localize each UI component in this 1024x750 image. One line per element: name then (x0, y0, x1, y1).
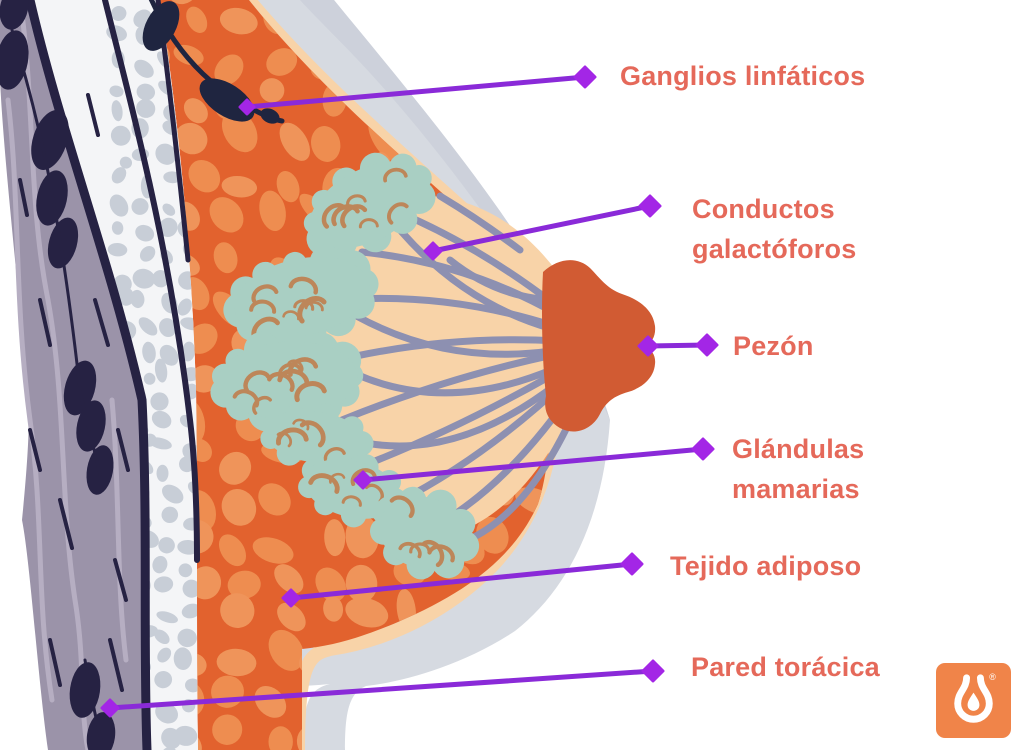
label-tejido-adiposo: Tejido adiposo (670, 551, 862, 581)
gland-cluster (369, 486, 480, 580)
annotation-marker (238, 98, 256, 116)
annotation-marker (695, 333, 719, 357)
lymph-node (260, 108, 280, 124)
label-glandulas-mamarias: Glándulas mamarias (732, 434, 865, 504)
mammary-glands (210, 152, 480, 580)
annotation-glandulas (353, 437, 715, 490)
annotation-marker (637, 335, 659, 357)
annotation-marker (638, 194, 662, 218)
muscle-fibers (10, 28, 130, 742)
annotation-marker (281, 588, 301, 608)
annotation-marker (423, 241, 443, 261)
annotation-marker (691, 437, 715, 461)
label-ganglios-linfaticos: Ganglios linfáticos (620, 61, 866, 91)
nipple (542, 260, 656, 432)
annotation-marker (353, 470, 373, 490)
muscle-striation-highlights (5, 0, 129, 750)
gland-cluster (303, 152, 436, 256)
label-conductos-galactoforos: Conductos galactóforos (692, 194, 857, 264)
lymph-node (142, 1, 180, 51)
lymph-node (199, 78, 255, 122)
annotation-tejido (281, 552, 644, 608)
annotation-ganglios (238, 65, 597, 116)
annotation-marker (641, 659, 665, 683)
annotations (100, 65, 719, 718)
gland-cluster (210, 331, 364, 432)
label-pezon: Pezón (733, 331, 814, 361)
brand-logo: ® (936, 663, 1011, 738)
annotation-conductos (423, 194, 662, 261)
annotation-line (244, 74, 588, 110)
annotation-line (288, 561, 635, 601)
lymph-node-chain (142, 0, 285, 124)
annotation-pared (100, 659, 665, 718)
registered-mark: ® (989, 672, 996, 682)
annotation-line (430, 203, 653, 254)
label-pared-toracica: Pared torácica (691, 652, 880, 682)
annotation-marker (100, 698, 120, 718)
annotation-line (107, 668, 656, 711)
annotation-marker (620, 552, 644, 576)
annotation-pezon (637, 333, 719, 357)
chest-wall (0, 0, 200, 750)
annotation-marker (573, 65, 597, 89)
breast-drop-icon: ® (954, 672, 996, 723)
gland-cluster (223, 245, 379, 348)
annotation-line (360, 446, 706, 483)
